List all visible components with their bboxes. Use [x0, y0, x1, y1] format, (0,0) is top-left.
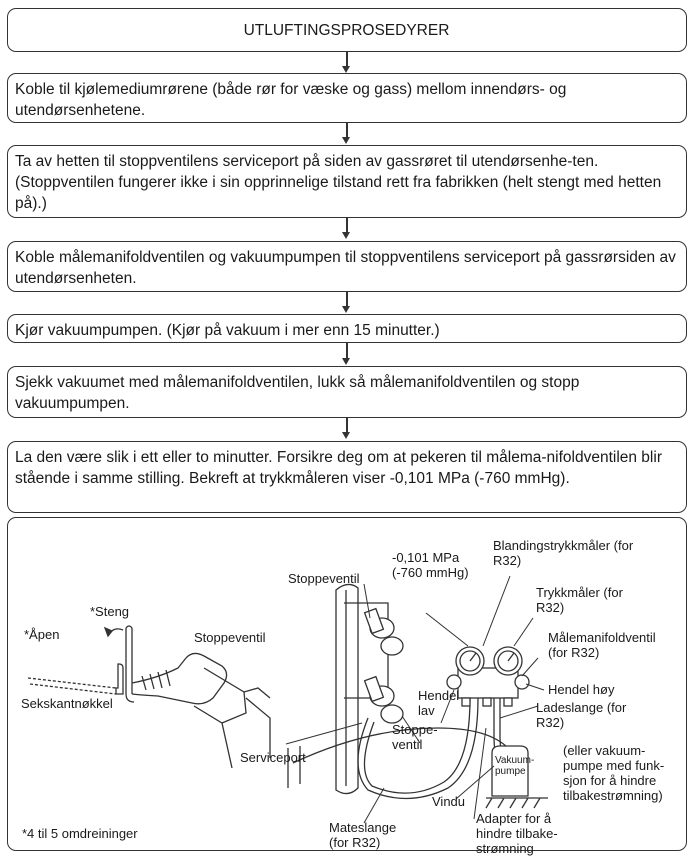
step-text-5: Sjekk vakuumet med målemanifoldventilen,… [15, 374, 580, 412]
step-box-3: Koble målemanifoldventilen og vakuumpump… [7, 241, 687, 292]
vacuum-pump [485, 745, 548, 809]
step-box-4: Kjør vakuumpumpen. (Kjør på vakuum i mer… [7, 314, 687, 343]
label-vakuumpumpe: Vakuum- pumpe [495, 755, 535, 777]
gauge-manifold [446, 646, 530, 707]
diagram-illustration [27, 575, 548, 824]
diagram-panel: *Steng *Åpen Stoppeventil Sekskantnøkkel… [7, 517, 687, 856]
hex-key-illustration [27, 625, 135, 703]
outdoor-unit-panel [287, 583, 509, 795]
label-hendel-lav: Hendel lav [418, 688, 460, 718]
step-box-6: La den være slik i ett eller to minutter… [7, 441, 687, 513]
step-box-5: Sjekk vakuumet med målemanifoldventilen,… [7, 366, 687, 418]
label-steng: *Steng [90, 604, 130, 619]
label-trykkmaler: Trykkmåler (for R32) [536, 585, 623, 615]
label-ladeslange: Ladeslange (for R32) [536, 700, 627, 730]
label-stoppeventil-top: Stoppeventil [288, 571, 360, 586]
label-sekskantnokkel: Sekskantnøkkel [21, 696, 113, 711]
label-vindu: Vindu [432, 794, 466, 809]
label-mateslange: Mateslange (for R32) [329, 820, 397, 850]
label-stoppeventil-left: Stoppeventil [194, 630, 266, 645]
leader-lines [285, 575, 545, 824]
service-valves [363, 607, 404, 724]
step-box-2: Ta av hetten til stoppventilens servicep… [7, 145, 687, 218]
step-text-6: La den være slik i ett eller to minutter… [15, 449, 662, 487]
label-serviceport: Serviceport [240, 750, 306, 765]
label-malemanifoldventil: Målemanifoldventil (for R32) [548, 630, 656, 660]
stop-valve-illustration [131, 652, 271, 769]
step-text-2: Ta av hetten til stoppventilens servicep… [15, 153, 662, 212]
label-blandingstrykkmaler: Blandingstrykkmåler (for R32) [493, 538, 634, 568]
label-pressure: -0,101 MPa (-760 mmHg) [392, 550, 469, 580]
label-vakuumpumpe-note: (eller vakuum- pumpe med funk- sjon for … [563, 743, 665, 803]
label-hendel-hoy: Hendel høy [548, 682, 615, 697]
label-stoppeventil-mid: Stoppe- ventil [392, 722, 438, 752]
label-adapter: Adapter for å hindre tilbake- strømning [476, 811, 558, 856]
title-text: UTLUFTINGSPROSEDYRER [243, 22, 450, 39]
step-box-1: Koble til kjølemediumrørene (både rør fo… [7, 73, 687, 123]
procedure-title: UTLUFTINGSPROSEDYRER [7, 8, 687, 52]
step-text-1: Koble til kjølemediumrørene (både rør fo… [15, 81, 567, 119]
label-turns-note: *4 til 5 omdreininger [22, 826, 138, 841]
step-text-3: Koble målemanifoldventilen og vakuumpump… [15, 249, 676, 287]
label-apen: *Åpen [24, 627, 60, 642]
step-text-4: Kjør vakuumpumpen. (Kjør på vakuum i mer… [15, 322, 440, 339]
